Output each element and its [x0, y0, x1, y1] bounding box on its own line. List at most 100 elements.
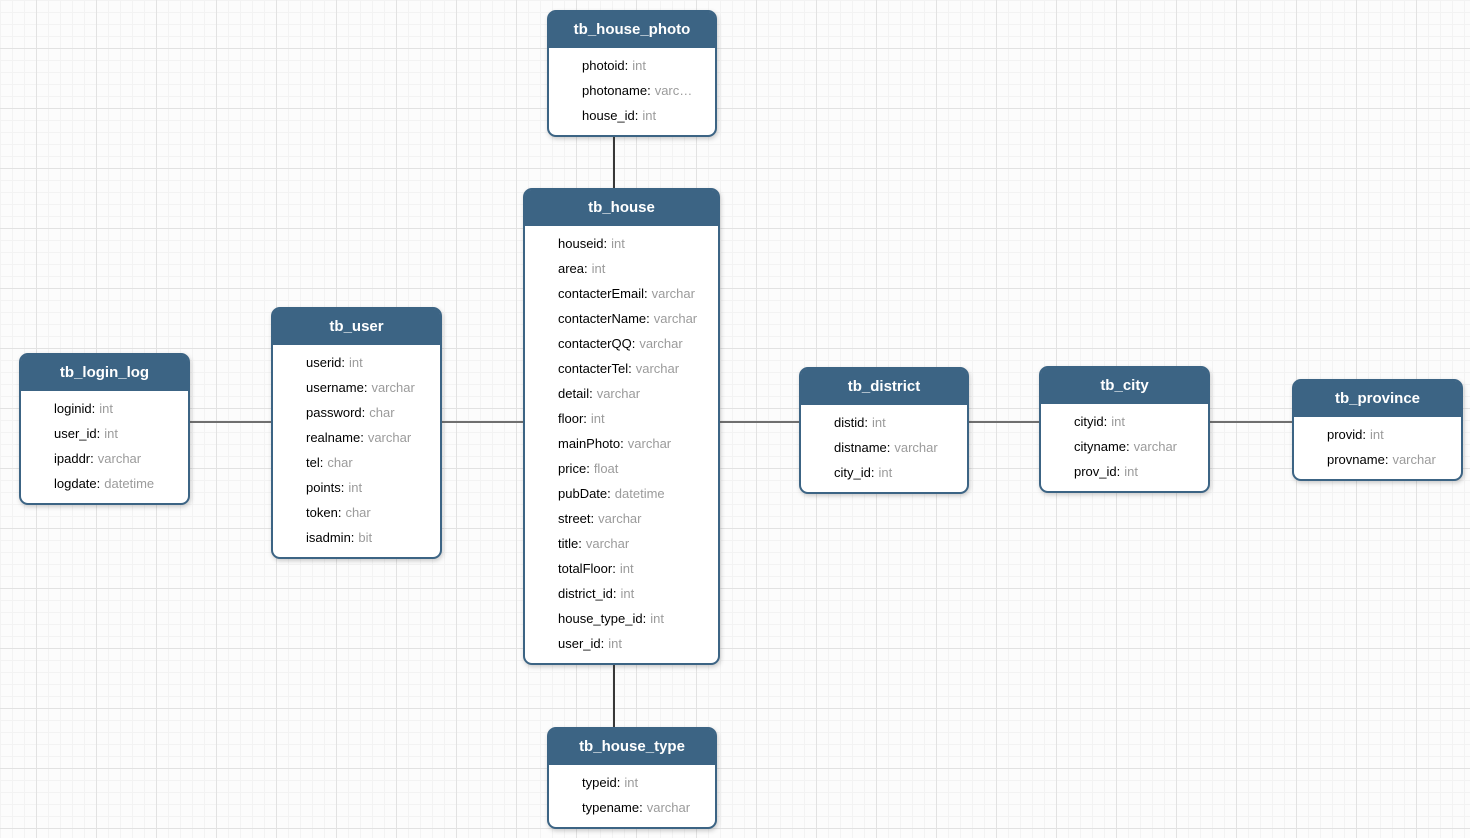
field-type: int — [590, 411, 605, 426]
field-type: bit — [358, 530, 373, 545]
table-tb_city[interactable]: tb_city cityidintcitynamevarcharprov_idin… — [1039, 366, 1210, 493]
field-name: title — [558, 536, 582, 551]
field-name: loginid — [54, 401, 95, 416]
field-row: citynamevarchar — [1041, 434, 1208, 459]
field-row: typeidint — [549, 770, 715, 795]
field-row: photonamevarc… — [549, 78, 715, 103]
field-name: user_id — [558, 636, 604, 651]
table-tb_house_photo[interactable]: tb_house_photo photoidintphotonamevarc… ho… — [547, 10, 717, 137]
field-type: int — [611, 236, 625, 251]
field-name: floor — [558, 411, 587, 426]
field-row: contacterEmailvarchar — [525, 281, 718, 306]
field-type: int — [878, 465, 893, 480]
field-row: logdatedatetime — [21, 471, 188, 496]
field-name: houseid — [558, 236, 607, 251]
field-name: distname — [834, 440, 890, 455]
field-row: token char — [273, 500, 440, 525]
field-name: points — [306, 480, 344, 495]
field-row: houseid int — [525, 231, 718, 256]
field-row: contacterQQvarchar — [525, 331, 718, 356]
field-type: int — [99, 401, 113, 416]
table-header[interactable]: tb_district — [801, 369, 967, 405]
field-type: varchar — [651, 286, 695, 301]
table-body: providintprovnamevarchar — [1294, 417, 1461, 479]
field-name: contacterQQ — [558, 336, 635, 351]
field-type: varchar — [1133, 439, 1178, 454]
field-name: isadmin — [306, 530, 354, 545]
field-type: char — [345, 505, 371, 520]
table-tb_house_type[interactable]: tb_house_typetypeidinttypenamevarchar — [547, 727, 717, 829]
field-name: district_id — [558, 586, 617, 601]
field-name: distid — [834, 415, 868, 430]
field-name: user_id — [54, 426, 100, 441]
table-header[interactable]: tb_house_photo — [549, 12, 715, 48]
field-name: provid — [1327, 427, 1366, 442]
table-title: tb_user — [329, 318, 384, 335]
table-header[interactable]: tb_user — [273, 309, 440, 345]
table-body: houseid int area int contacterEmailvarchar co… — [525, 226, 718, 663]
field-type: char — [327, 455, 353, 470]
field-row: useridint — [273, 350, 440, 375]
field-name: contacterTel — [558, 361, 632, 376]
table-title: tb_house — [588, 199, 655, 216]
field-name: mainPhoto — [558, 436, 624, 451]
field-row: passwordchar — [273, 400, 440, 425]
field-row: distname varchar — [801, 435, 967, 460]
table-header[interactable]: tb_house_type — [549, 729, 715, 765]
field-type: int — [620, 586, 635, 601]
table-header[interactable]: tb_login_log — [21, 355, 188, 391]
field-type: varchar — [1392, 452, 1436, 467]
field-name: detail — [558, 386, 593, 401]
field-type: int — [608, 636, 622, 651]
table-title: tb_district — [847, 378, 921, 395]
table-tb_province[interactable]: tb_province providintprovnamevarchar — [1292, 379, 1463, 481]
table-title: tb_province — [1334, 390, 1421, 407]
field-row: pubDatedatetime — [525, 481, 718, 506]
field-row: distidint — [801, 410, 967, 435]
table-title: tb_house_photo — [573, 21, 691, 38]
field-name: area — [558, 261, 588, 276]
field-row: points int — [273, 475, 440, 500]
field-name: totalFloor — [558, 561, 616, 576]
field-row: ipaddrvarchar — [21, 446, 188, 471]
table-header[interactable]: tb_house — [525, 190, 718, 226]
field-type: varchar — [894, 440, 938, 455]
table-tb_user[interactable]: tb_useruseridintusernamevarcharpasswordc… — [271, 307, 442, 559]
field-name: logdate — [54, 476, 100, 491]
field-name: street — [558, 511, 594, 526]
table-body: photoidintphotonamevarc…house_idint — [549, 48, 715, 135]
table-title: tb_login_log — [59, 364, 150, 381]
table-header[interactable]: tb_city — [1041, 368, 1208, 404]
table-title: tb_house_type — [579, 738, 685, 755]
table-header[interactable]: tb_province — [1294, 381, 1461, 417]
field-type: int — [104, 426, 118, 441]
field-type: int — [348, 480, 363, 495]
field-name: password — [306, 405, 365, 420]
field-type: varchar — [646, 800, 691, 815]
field-name: contacterName — [558, 311, 650, 326]
field-row: detailvarchar — [525, 381, 718, 406]
field-row: prov_idint — [1041, 459, 1208, 484]
field-name: token — [306, 505, 341, 520]
field-row: totalFloorint — [525, 556, 718, 581]
field-row: photoidint — [549, 53, 715, 78]
table-title: tb_city — [1100, 377, 1149, 394]
field-type: varchar — [653, 311, 698, 326]
field-type: int — [871, 415, 886, 430]
field-name: price — [558, 461, 590, 476]
field-row: providint — [1294, 422, 1461, 447]
field-type: varchar — [371, 380, 415, 395]
table-tb_district[interactable]: tb_districtdistidintdistnamevarcharcity_… — [799, 367, 969, 494]
table-body: distidintdistnamevarcharcity_idint — [801, 405, 967, 492]
field-row: cityidint — [1041, 409, 1208, 434]
field-name: photoname — [582, 83, 651, 98]
field-row: user_id int — [21, 421, 188, 446]
field-name: userid — [306, 355, 345, 370]
field-name: house_id — [582, 108, 638, 123]
field-row: usernamevarchar — [273, 375, 440, 400]
field-type: datetime — [614, 486, 665, 501]
field-name: ipaddr — [54, 451, 94, 466]
